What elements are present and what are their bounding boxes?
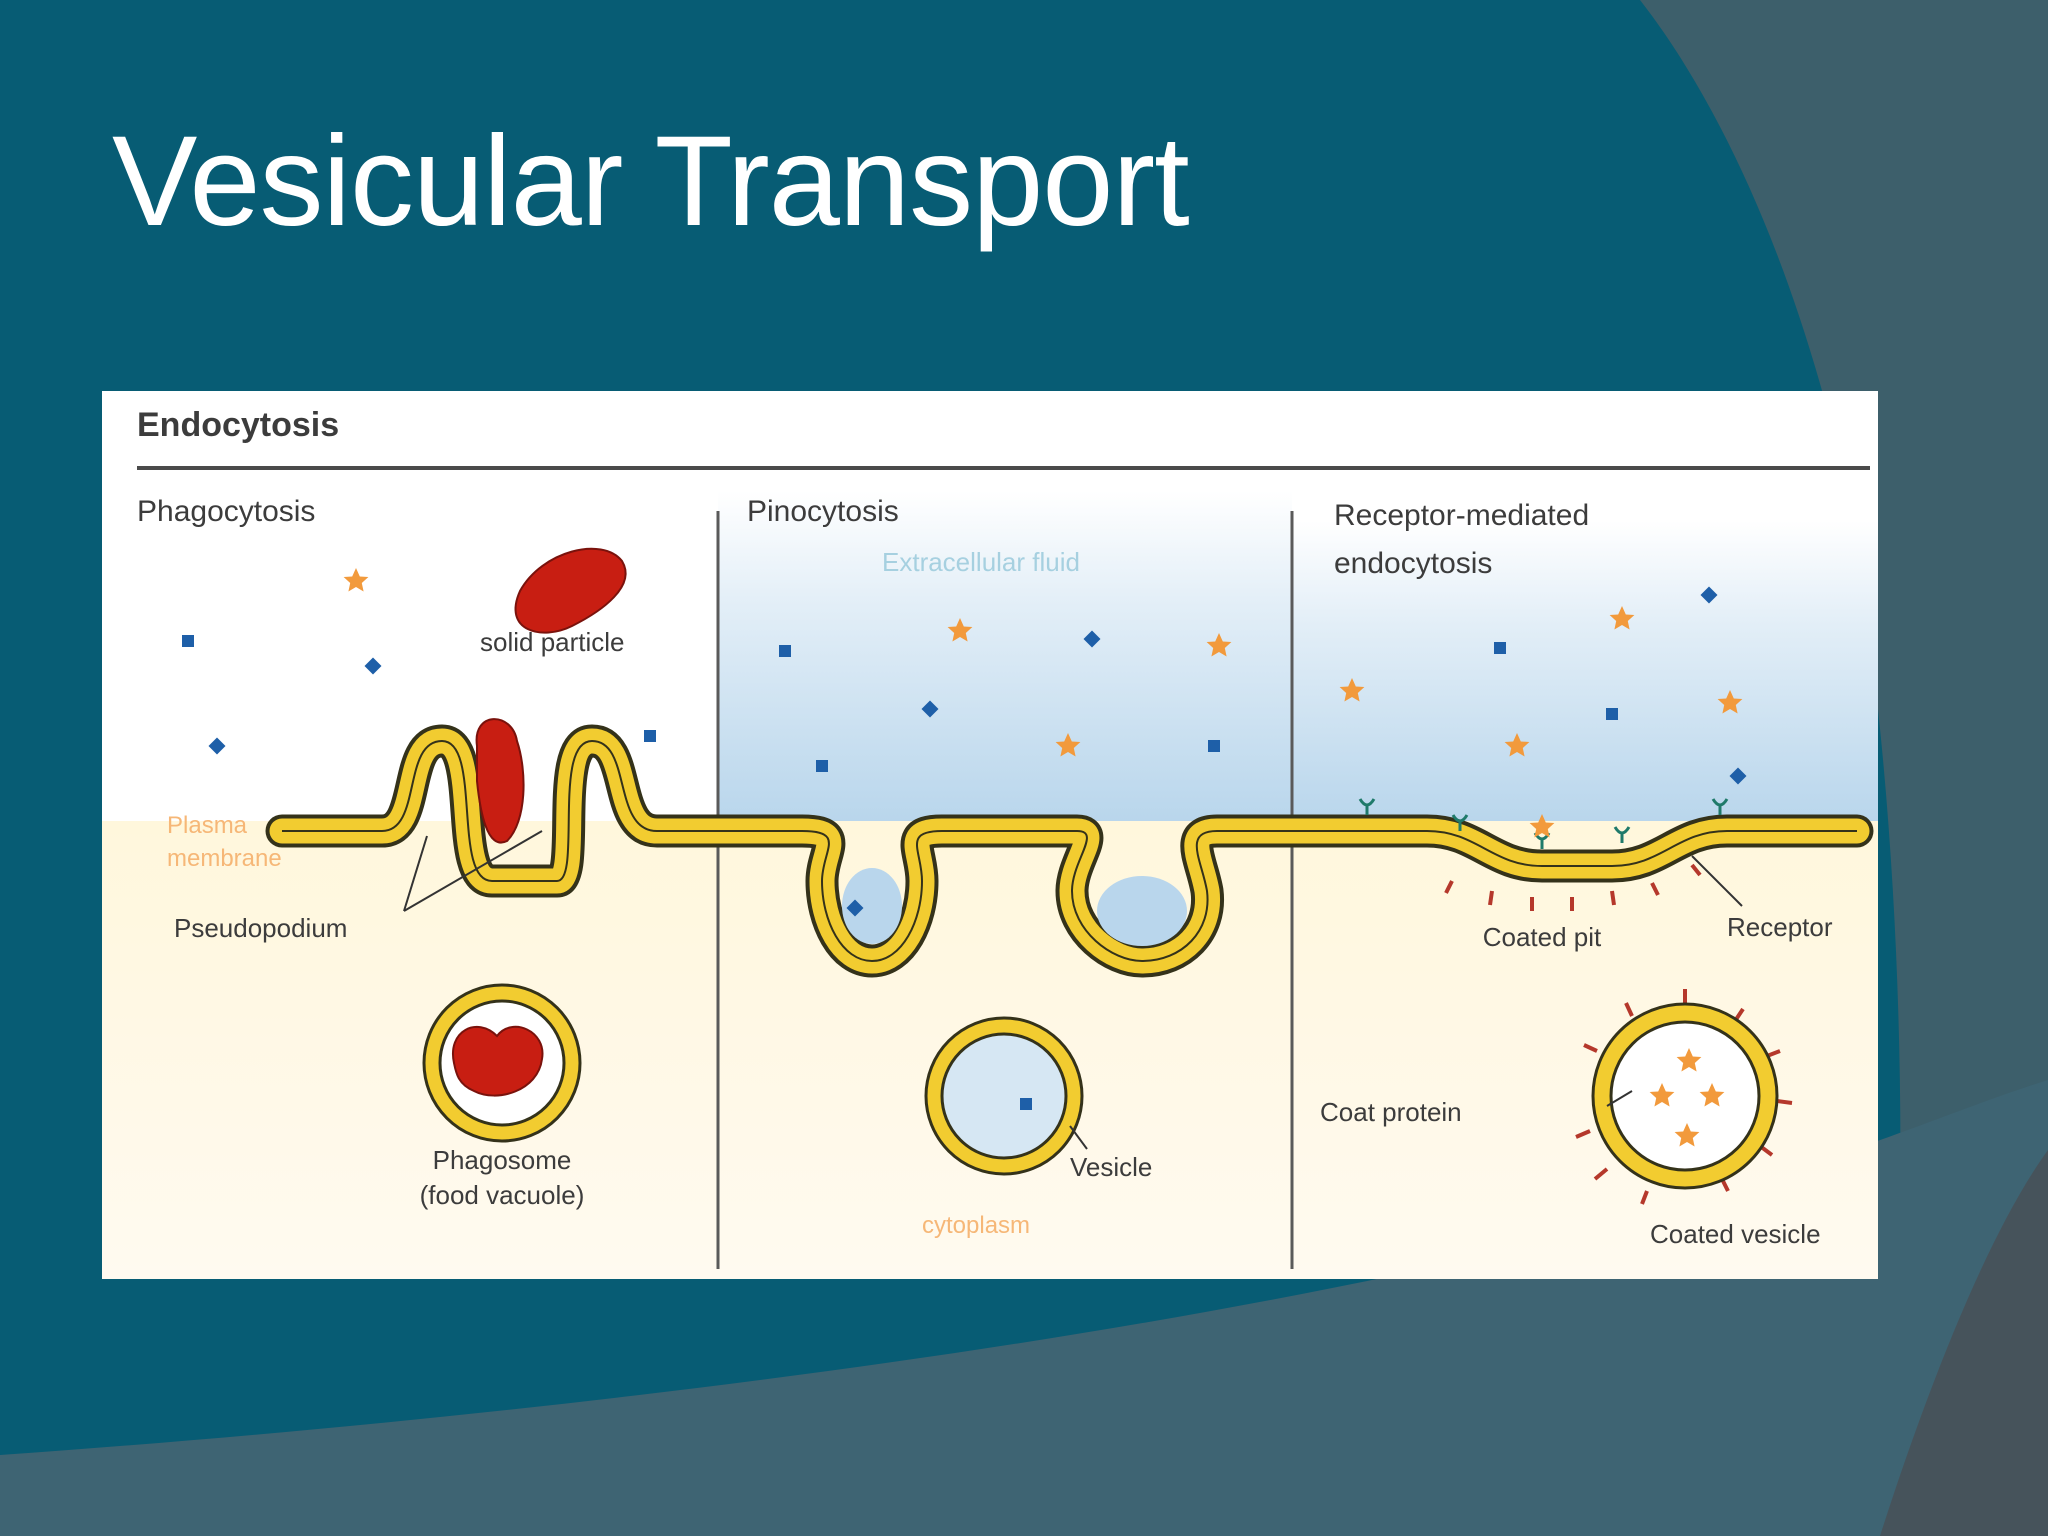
receptor-mediated-title-line-1: Receptor-mediated bbox=[1334, 499, 1589, 532]
background-swoosh-bottom bbox=[0, 1080, 2048, 1536]
pinocytosis-pit-fluid bbox=[842, 868, 902, 944]
dot-molecule bbox=[1494, 642, 1506, 654]
dot-molecule bbox=[1208, 740, 1220, 752]
dot-molecule bbox=[182, 635, 194, 647]
vesicle-label: Vesicle bbox=[1070, 1152, 1152, 1182]
pinocytosis-extracellular-region bbox=[718, 491, 1292, 821]
dot-molecule bbox=[644, 730, 656, 742]
coat-protein-pointer bbox=[1606, 1090, 1633, 1107]
engulfed-particle bbox=[475, 718, 525, 844]
phagosome-label-line-1: Phagosome bbox=[433, 1145, 572, 1175]
phagocytosis-title: Phagocytosis bbox=[137, 495, 315, 528]
dot-molecule bbox=[816, 760, 828, 772]
plasma-membrane-label-line-1: Plasma bbox=[167, 812, 248, 839]
solid-particle bbox=[514, 547, 627, 634]
dot-molecule bbox=[1606, 708, 1618, 720]
pseudopodium-label: Pseudopodium bbox=[174, 913, 347, 943]
plasma-membrane-label-line-2: membrane bbox=[167, 845, 282, 872]
pseudopodium-pointer bbox=[403, 830, 543, 912]
pinocytosis-title: Pinocytosis bbox=[747, 495, 899, 528]
cytoplasm-label: cytoplasm bbox=[922, 1212, 1030, 1239]
coated-pit-label: Coated pit bbox=[1483, 922, 1602, 952]
receptor-label: Receptor bbox=[1727, 912, 1833, 942]
coat-proteins-pit bbox=[1444, 863, 1702, 911]
extracellular-fluid-label: Extracellular fluid bbox=[882, 547, 1080, 577]
receptor-extracellular-region bbox=[1292, 521, 1878, 821]
receptor-pointer bbox=[1691, 855, 1743, 907]
endocytosis-diagram: Endocytosis Phagocytosis Pinocytosis Rec… bbox=[102, 406, 1878, 1279]
endocytosis-figure: Endocytosis Phagocytosis Pinocytosis Rec… bbox=[102, 391, 1878, 1279]
figure-heading: Endocytosis bbox=[137, 406, 339, 444]
dot-molecule bbox=[1020, 1098, 1032, 1110]
solid-particle-label: solid particle bbox=[480, 627, 625, 657]
background-swoosh-corner bbox=[1880, 1150, 2048, 1536]
pseudopodium-pointer bbox=[403, 835, 428, 912]
receptor-mediated-title-line-2: endocytosis bbox=[1334, 547, 1492, 580]
pinocytosis-pit-fluid-2 bbox=[1097, 876, 1187, 946]
phagosome-label-line-2: (food vacuole) bbox=[420, 1180, 585, 1210]
dot-molecule bbox=[779, 645, 791, 657]
coated-vesicle-label: Coated vesicle bbox=[1650, 1219, 1821, 1249]
slide-title: Vesicular Transport bbox=[112, 110, 1190, 253]
coat-protein-label: Coat protein bbox=[1320, 1097, 1462, 1127]
phagosome-particle bbox=[451, 1025, 544, 1097]
